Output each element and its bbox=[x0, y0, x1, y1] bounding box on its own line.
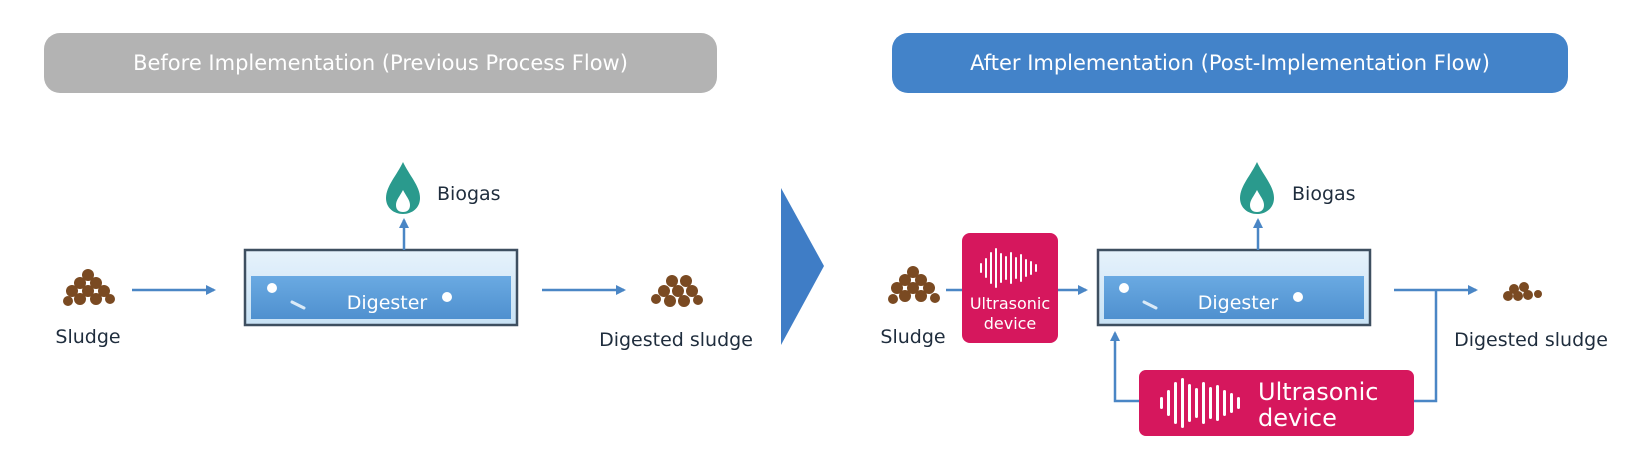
large-device-label-2: device bbox=[1258, 404, 1337, 432]
before-header: Before Implementation (Previous Process … bbox=[44, 33, 717, 93]
after-biogas-label: Biogas bbox=[1292, 183, 1356, 205]
ultrasonic-device-large: Ultrasonic device bbox=[1139, 370, 1414, 436]
soundwave-large-icon bbox=[1160, 378, 1240, 428]
ultrasonic-device-small: Ultrasonic device bbox=[962, 233, 1058, 343]
after-digester: Digester bbox=[1096, 248, 1372, 327]
large-device-label-1: Ultrasonic bbox=[1258, 378, 1378, 406]
after-sludge-label: Sludge bbox=[880, 326, 945, 348]
after-digested-sludge-icon bbox=[1503, 282, 1542, 301]
before-digester: Digester bbox=[243, 248, 519, 327]
sludge-icon bbox=[63, 269, 115, 306]
recirculation-line-out bbox=[1412, 290, 1438, 403]
after-output-label: Digested sludge bbox=[1454, 329, 1608, 351]
transition-arrow-icon bbox=[781, 188, 824, 345]
small-device-label-1: Ultrasonic bbox=[970, 294, 1050, 313]
after-digester-label: Digester bbox=[1198, 292, 1279, 314]
before-biogas-icon bbox=[386, 162, 420, 214]
digested-sludge-icon bbox=[651, 275, 703, 307]
after-biogas-icon bbox=[1240, 162, 1274, 214]
before-output-label: Digested sludge bbox=[599, 329, 753, 351]
small-device-label-2: device bbox=[984, 314, 1037, 333]
recirculation-line-in bbox=[1110, 331, 1140, 403]
before-digester-label: Digester bbox=[347, 292, 428, 314]
before-biogas-label: Biogas bbox=[437, 183, 501, 205]
after-sludge-icon bbox=[888, 266, 940, 304]
soundwave-icon bbox=[980, 248, 1037, 288]
after-header: After Implementation (Post-Implementatio… bbox=[892, 33, 1568, 93]
before-sludge-label: Sludge bbox=[55, 326, 120, 348]
